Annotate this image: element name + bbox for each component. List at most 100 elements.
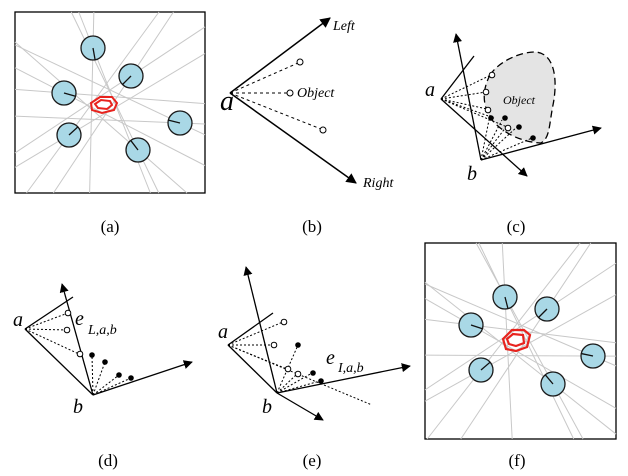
panel-a-object-outline: [89, 96, 119, 115]
panel-b-point-3: [319, 126, 327, 134]
panel-e-point-5: [294, 370, 302, 378]
panel-c-point-5: [504, 124, 512, 132]
panel-d-point-3: [76, 350, 84, 358]
panel-d-point-4: [89, 352, 95, 358]
panel-e-point-a-label: a: [218, 321, 228, 343]
panel-d-point-b-label: b: [73, 396, 83, 418]
panel-b-ray-1: [229, 62, 299, 94]
panel-c-b-up-arrow: [453, 33, 482, 161]
panel-b-point-1: [296, 58, 304, 66]
camera-direction-tick: [470, 324, 483, 330]
camera-direction-tick: [168, 119, 181, 124]
panel-e: a b e I,a,b (e): [218, 266, 411, 470]
panel-d-e-subscript: L,a,b: [87, 323, 117, 338]
panel-f-caption: (f): [509, 451, 526, 470]
panel-c-a-right: [440, 98, 528, 177]
view-ray: [424, 281, 617, 435]
panel-f-object-outline: [501, 328, 532, 353]
panel-c-caption: (c): [507, 217, 526, 236]
panel-e-point-7: [318, 378, 324, 384]
camera-icon: [51, 80, 77, 106]
panel-e-point-b-label: b: [262, 396, 272, 418]
panel-d-a-left: [24, 296, 74, 330]
panel-c-point-7: [530, 135, 536, 141]
panel-b-right-arrow: [229, 92, 357, 184]
panel-f-cameras: [458, 284, 606, 397]
view-ray: [460, 242, 592, 440]
panel-d-a-right: [24, 328, 94, 396]
panel-c-point-b-label: b: [467, 163, 477, 185]
view-ray: [424, 262, 617, 391]
panel-e-caption: (e): [303, 451, 322, 470]
panel-d-caption: (d): [98, 451, 118, 470]
panel-f: (f): [424, 242, 617, 470]
panel-c-point-6: [516, 124, 522, 130]
panel-b-caption: (b): [302, 217, 322, 236]
panel-e-point-2: [270, 341, 278, 349]
panel-d-b-up-arrow: [59, 283, 94, 396]
panel-f-frame: [424, 242, 617, 440]
panel-e-rays-a: [227, 321, 288, 370]
panel-a-cameras: [51, 35, 193, 163]
panel-c-point-8: [488, 115, 494, 121]
view-ray: [424, 294, 617, 402]
panel-c-point-2: [482, 88, 490, 96]
panel-a: (a): [14, 11, 206, 236]
panel-d-point-7: [128, 375, 134, 381]
panel-c-object-label: Object: [503, 93, 536, 107]
camera-direction-tick: [544, 374, 554, 385]
panel-c-rays-a: [440, 74, 508, 128]
panel-c-point-a-label: a: [425, 79, 435, 101]
view-ray: [424, 298, 617, 409]
panel-d-point-5: [102, 359, 108, 365]
view-ray: [14, 41, 188, 194]
panel-e-a-right: [227, 344, 278, 394]
panel-e-point-6: [310, 370, 316, 376]
panel-d-rays-b: [91, 354, 132, 396]
camera-direction-tick: [122, 75, 132, 85]
panel-b-point-a-label: a: [220, 86, 234, 117]
panel-d-e-label: e: [75, 308, 84, 330]
panel-d-point-6: [116, 372, 122, 378]
camera-direction-tick: [504, 296, 509, 309]
panel-d-point-1: [64, 309, 72, 317]
panel-a-caption: (a): [101, 217, 120, 236]
panel-b-ray-3: [229, 92, 322, 130]
panel-c-a-left: [440, 55, 475, 100]
panel-e-point-1: [280, 318, 288, 326]
panel-e-a-left: [227, 312, 274, 346]
panel-b-point-2: [286, 89, 294, 97]
camera-direction-tick: [68, 126, 79, 136]
panel-e-b-right-arrow: [276, 363, 411, 394]
panel-c-b-right-arrow: [480, 125, 602, 161]
panel-b: a Left Object Right (b): [220, 17, 394, 236]
view-ray: [14, 67, 206, 166]
panel-d-rays-a: [24, 312, 80, 355]
camera-direction-tick: [538, 308, 548, 318]
panel-e-rays-b: [276, 344, 321, 394]
panel-d-point-a-label: a: [13, 309, 23, 331]
camera-direction-tick: [480, 361, 491, 371]
panel-d-point-2: [63, 326, 71, 334]
camera-direction-tick: [63, 92, 76, 97]
panel-c: Object a b (c): [425, 33, 602, 236]
panel-c-rays-b: [480, 114, 533, 161]
panel-e-point-4: [295, 342, 301, 348]
panel-e-a-extension-arrow: [276, 392, 324, 421]
camera-direction-tick: [130, 140, 139, 151]
panel-b-right-label: Right: [362, 176, 394, 191]
view-ray: [53, 11, 174, 194]
camera-direction-tick: [581, 352, 594, 357]
panel-e-e-subscript: I,a,b: [337, 361, 364, 376]
panel-c-point-3: [484, 106, 492, 114]
panel-d-b-right-arrow: [92, 360, 193, 396]
panel-c-point-1: [488, 71, 496, 79]
panel-e-point-3: [284, 365, 292, 373]
camera-direction-tick: [92, 47, 96, 60]
panel-b-object-label: Object: [297, 86, 335, 101]
panel-e-b-up-arrow: [243, 266, 278, 394]
panel-c-point-4: [502, 115, 508, 121]
panel-d: a b e L,a,b (d): [13, 283, 193, 470]
panel-b-left-arrow: [229, 17, 331, 94]
